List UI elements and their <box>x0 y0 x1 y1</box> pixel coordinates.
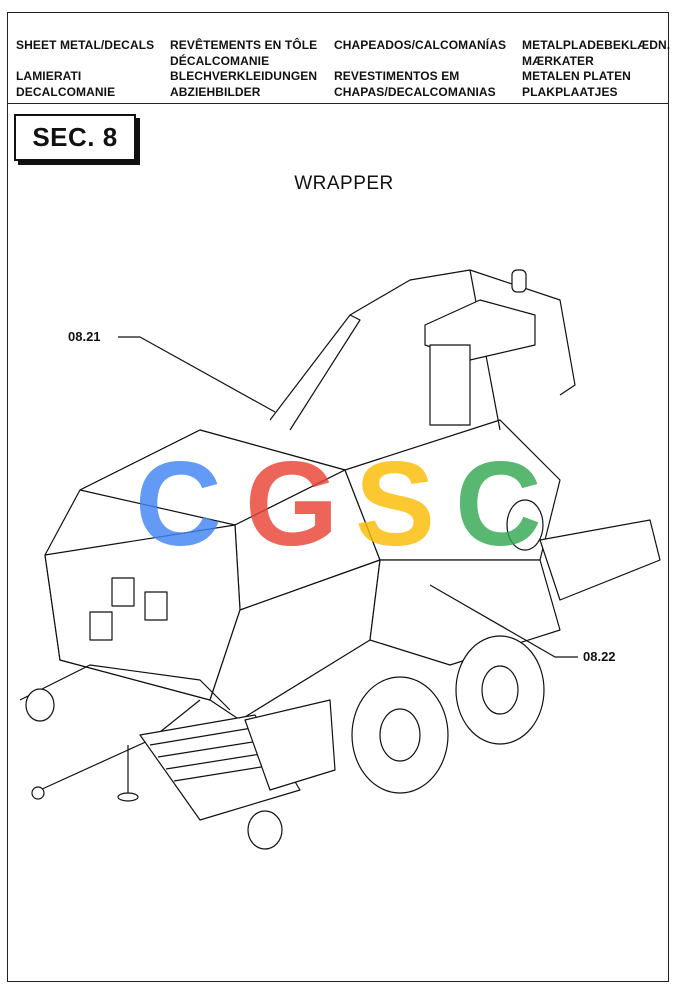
watermark-letter: G <box>245 437 338 571</box>
header-text: REVESTIMENTOS EM <box>334 69 460 83</box>
header-band: SHEET METAL/DECALS LAMIERATI DECALCOMANI… <box>7 12 670 104</box>
header-text: BLECHVERKLEIDUNGEN <box>170 69 318 83</box>
header-col-french-german: REVÊTEMENTS EN TÔLE DÉCALCOMANIE BLECHVE… <box>170 38 317 100</box>
main-wheel-front <box>351 676 449 794</box>
watermark: C G S C <box>135 437 542 571</box>
header-col-english-italian: SHEET METAL/DECALS LAMIERATI DECALCOMANI… <box>16 38 154 100</box>
callout-leader-08-21 <box>118 336 276 413</box>
callout-label-right: 08.22 <box>583 649 616 664</box>
watermark-letter: C <box>455 437 542 571</box>
header-text: PLAKPLAATJES <box>522 84 618 99</box>
header-text: DECALCOMANIE <box>16 84 116 99</box>
header-text: METALPLADEBEKLÆDN. <box>522 38 671 52</box>
front-grill <box>89 611 113 641</box>
loader-arm-left <box>269 314 361 431</box>
header-text: REVÊTEMENTS EN TÔLE <box>170 38 318 52</box>
main-wheel-rear <box>455 635 545 745</box>
header-text: LAMIERATI <box>16 69 82 83</box>
hitch-frame <box>19 664 231 711</box>
rear-platform <box>539 519 661 601</box>
page-frame <box>7 12 669 982</box>
header-text: DÉCALCOMANIE <box>170 53 270 68</box>
page-title: WRAPPER <box>294 173 394 194</box>
control-column <box>429 344 471 426</box>
gauge-wheel-right <box>247 810 283 850</box>
header-text: METALEN PLATEN <box>522 69 631 83</box>
header-text: CHAPEADOS/CALCOMANÍAS <box>334 38 507 52</box>
gauge-wheel-left <box>25 688 55 722</box>
watermark-letter: C <box>135 437 222 571</box>
film-roll <box>506 499 544 551</box>
hitch-eye <box>31 786 45 800</box>
beacon-light <box>511 269 527 293</box>
callout-label-left: 08.21 <box>68 329 101 344</box>
header-text: CHAPAS/DECALCOMANIAS <box>334 84 496 99</box>
section-label: SEC. 8 <box>14 114 136 161</box>
wrapper-chassis <box>344 419 561 561</box>
wheel-hub <box>379 708 421 762</box>
machine-linework <box>19 269 661 850</box>
jack-foot <box>117 792 139 802</box>
side-skirt <box>244 699 336 791</box>
header-text: MÆRKATER <box>522 53 594 68</box>
callout-leader-08-22 <box>429 584 578 658</box>
front-grill <box>111 577 135 607</box>
wheel-hub <box>481 665 519 715</box>
header-text: ABZIEHBILDER <box>170 84 261 99</box>
front-grill <box>144 591 168 621</box>
header-text: SHEET METAL/DECALS <box>16 38 155 52</box>
header-col-spanish-portuguese: CHAPEADOS/CALCOMANÍAS REVESTIMENTOS EM C… <box>334 38 506 100</box>
pickup-tines <box>149 724 293 782</box>
watermark-letter: S <box>355 437 435 571</box>
wrapper-lower-side <box>369 559 561 666</box>
header-col-danish-dutch: METALPLADEBEKLÆDN. MÆRKATER METALEN PLAT… <box>522 38 670 100</box>
